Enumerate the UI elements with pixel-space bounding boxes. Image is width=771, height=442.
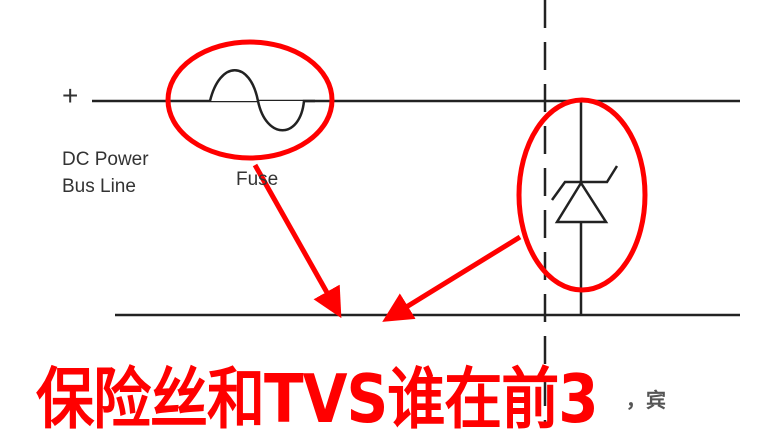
bus-line-label: DC Power Bus Line xyxy=(62,146,149,200)
plus-label: + xyxy=(62,80,79,111)
tvs-diode-icon xyxy=(554,180,609,224)
fuse-symbol xyxy=(208,69,315,132)
tvs-highlight-circle xyxy=(516,97,648,293)
arrow-from-tvs xyxy=(382,234,522,322)
bus-line-label-2: Bus Line xyxy=(62,176,136,197)
fuse-label: Fuse xyxy=(236,169,279,190)
caption-tail: ，宾 xyxy=(626,390,666,412)
bus-line-label-1: DC Power xyxy=(62,149,149,170)
arrow-from-fuse xyxy=(252,163,342,319)
circuit-diagram xyxy=(92,0,740,426)
tvs-cathode-bar xyxy=(550,165,619,201)
fuse-highlight-circle xyxy=(165,39,335,161)
caption-title: 保险丝和TVS谁在前3 xyxy=(36,359,599,439)
